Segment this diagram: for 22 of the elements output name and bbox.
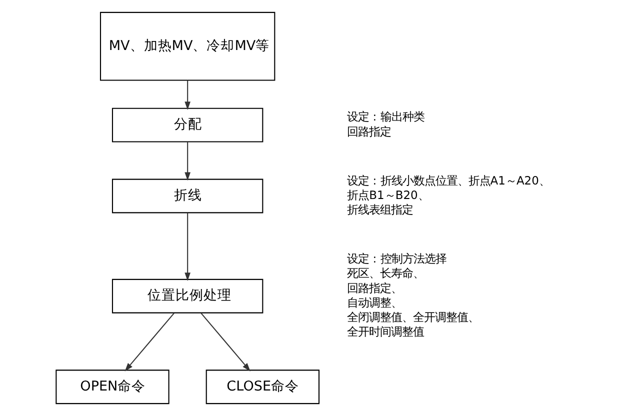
node-box: 位置比例处理 [111,278,263,314]
node-label: 自动调整、 [346,295,402,310]
arrow [124,312,174,372]
node-label: 全闭调整值、全开调整值、 [346,310,479,324]
node-box: 折线 [111,178,263,214]
node-label: 折点B1～B20、 [346,188,428,202]
node-box: 分配 [111,108,263,142]
arrow [184,212,190,281]
node-box: OPEN命令 [55,370,169,404]
node-label: 全开时间调整值 [346,324,424,339]
node-label: 回路指定 [346,124,391,138]
arrow [184,80,190,110]
node-label: 折线表组指定 [346,202,413,217]
node-box: MV、加热MV、冷却MV等 [99,12,275,81]
node-label: 设定 : 折线小数点位置、折点A1～A20、 [346,173,550,188]
node-label: 死区、长寿命、 [346,266,424,280]
arrow [200,312,250,372]
node-label: 回路指定、 [346,280,402,295]
node-label: 设定 : 输出种类 [346,110,424,124]
arrow [184,142,190,181]
node-label: 设定 : 控制方法选择 [346,252,446,266]
node-box: CLOSE命令 [205,370,320,404]
